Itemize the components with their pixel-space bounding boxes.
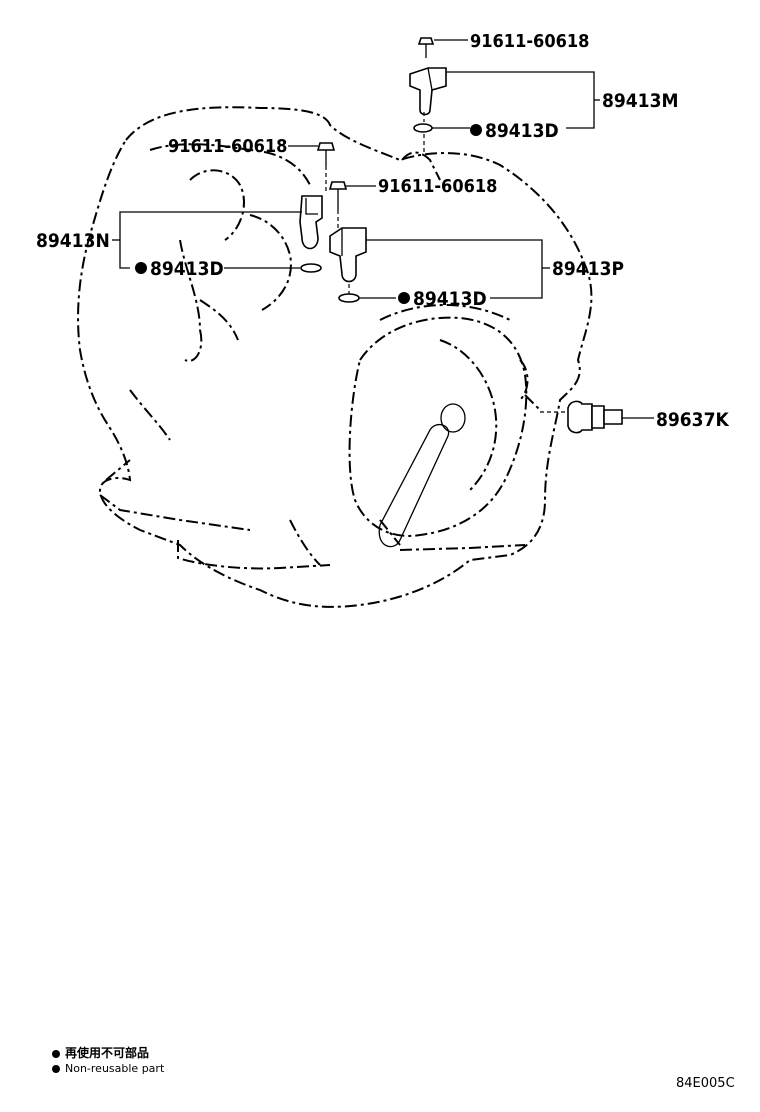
sensor-k-icon	[567, 400, 623, 434]
label-bolt-top: 91611-60618	[470, 31, 589, 52]
label-bolt-mid: 91611-60618	[378, 176, 497, 197]
label-bolt-left: 91611-60618	[168, 136, 287, 157]
label-seal-n: 89413D	[150, 258, 224, 280]
seal-p-icon	[338, 293, 360, 303]
seal-n-icon	[300, 263, 322, 273]
seal-m-icon	[413, 123, 433, 133]
legend-japanese: 再使用不可部品	[52, 1044, 149, 1061]
label-seal-p: 89413D	[413, 288, 487, 310]
bullet-icon	[52, 1065, 60, 1073]
non-reusable-bullet-n	[135, 262, 147, 274]
legend-en-text: Non-reusable part	[65, 1062, 165, 1075]
legend-jp-text: 再使用不可部品	[65, 1046, 150, 1060]
non-reusable-bullet-p	[398, 292, 410, 304]
bolt-top-icon	[417, 37, 435, 58]
label-seal-m: 89413D	[485, 120, 559, 142]
label-sensor-m: 89413M	[602, 90, 678, 112]
diagram-code: 84E005C	[676, 1076, 735, 1091]
output-shaft	[378, 403, 466, 548]
sensor-n-icon	[299, 195, 323, 250]
label-sensor-p: 89413P	[552, 258, 624, 280]
bullet-icon	[52, 1049, 60, 1058]
legend-english: Non-reusable part	[52, 1062, 164, 1075]
sensor-p-icon	[329, 227, 367, 283]
non-reusable-bullet-m	[470, 124, 482, 136]
label-sensor-n: 89413N	[36, 230, 110, 252]
transmission-housing-outline	[77, 106, 593, 608]
bolt-mid-icon	[328, 181, 348, 210]
label-sensor-k: 89637K	[656, 409, 729, 431]
bolt-left-icon	[316, 142, 336, 166]
sensor-m-icon	[409, 67, 447, 116]
